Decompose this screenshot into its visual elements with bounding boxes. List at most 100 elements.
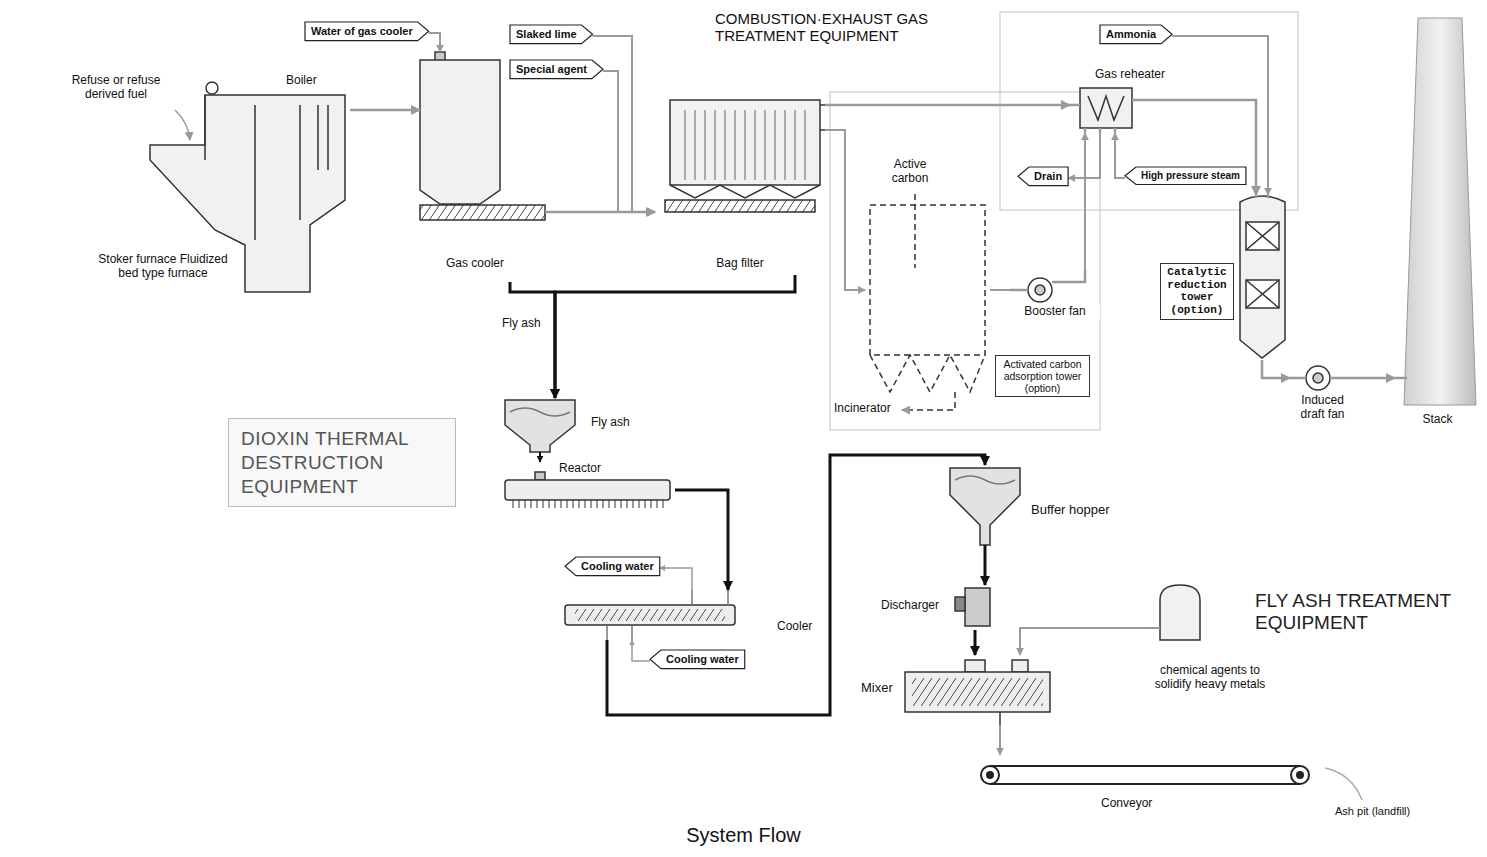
chemical-tank-part — [1145, 627, 1160, 629]
conveyor-part — [1325, 768, 1362, 800]
furnace-part — [206, 82, 218, 94]
flow-line — [1020, 628, 1145, 655]
mixer: Mixer — [860, 655, 1055, 725]
booster-fan — [1010, 270, 1085, 302]
flow-line — [539, 452, 541, 462]
activated-carbon-tower — [870, 194, 985, 410]
induced-draft-fan-part — [1313, 373, 1323, 383]
fly-ash-hopper-part — [505, 400, 575, 452]
bag-filter-part — [665, 200, 815, 212]
discharger — [955, 588, 990, 626]
mixer-part — [912, 678, 1043, 706]
equipment-label: Cooler — [776, 620, 818, 634]
equipment-label: Booster fan — [1010, 305, 1100, 319]
cooler-part — [565, 605, 735, 625]
reactor: Reactor — [500, 462, 675, 528]
catalytic-tower: Catalytic reduction tower (option) — [1160, 195, 1290, 360]
flow-line — [984, 545, 987, 585]
equipment-label: Bag filter — [655, 257, 825, 271]
conveyor — [981, 766, 1362, 800]
booster-fan-part — [1052, 270, 1085, 282]
flow-line — [974, 630, 977, 655]
fly-ash-hopper: Fly ash — [505, 398, 635, 452]
section-title: COMBUSTION·EXHAUST GAS TREATMENT EQUIPME… — [715, 10, 990, 45]
booster-fan-part — [1035, 285, 1045, 295]
adsorption-tower: Activated carbon adsorption tower (optio… — [865, 200, 990, 405]
gas-cooler: Gas cooler — [420, 52, 545, 282]
equipment-label: Gas cooler — [420, 257, 530, 271]
input-arrow-box: Special agent — [510, 60, 603, 79]
input-arrow-box: Cooling water — [650, 650, 745, 669]
gas-reheater — [1070, 88, 1190, 133]
arrow-box-outline — [1100, 25, 1172, 44]
catalytic-tower-part — [1246, 222, 1279, 250]
bag-filter-part — [820, 105, 825, 130]
equipment-label: Conveyor — [1100, 797, 1180, 811]
figure-caption: System Flow — [0, 824, 1487, 847]
destination-label: Ash pit (landfill) — [1335, 805, 1445, 818]
stack-part — [1395, 377, 1407, 380]
flow-line — [632, 640, 650, 661]
chemical-tank — [1145, 585, 1200, 640]
flow-line — [1115, 133, 1125, 178]
equipment-label: Mixer — [860, 681, 904, 696]
bag-filter-part — [670, 100, 820, 185]
output-label: Incinerator — [834, 402, 898, 416]
conveyor-part — [981, 766, 999, 784]
induced-draft-fan — [1290, 366, 1355, 390]
line-label: Fly ash — [500, 316, 543, 330]
reactor — [505, 472, 670, 508]
flow-line — [545, 211, 655, 214]
flow-line — [429, 33, 440, 52]
belt-conveyor: Conveyor — [965, 755, 1325, 817]
fly-ash-hopper-part — [510, 408, 570, 416]
buffer-hopper — [950, 468, 1020, 545]
bag-filter-part — [676, 110, 814, 180]
furnace-part — [175, 110, 190, 140]
stack: Stack — [1395, 15, 1480, 445]
buffer-hopper-part — [955, 476, 1015, 484]
flow-line — [1068, 133, 1100, 178]
induced-draft-fan: Induced draft fan — [1290, 360, 1355, 448]
flow-line — [1084, 133, 1086, 270]
equipment-label: Stack — [1395, 413, 1480, 427]
conveyor-part — [987, 772, 993, 778]
cooler: Cooler — [560, 590, 810, 640]
booster-fan-part — [1028, 278, 1052, 302]
catalytic-tower — [1240, 195, 1285, 358]
flow-line — [999, 725, 1001, 755]
cooler — [565, 590, 735, 640]
induced-draft-fan-part — [1290, 377, 1355, 380]
catalytic-tower-part — [1246, 222, 1279, 250]
cooler-part — [607, 590, 728, 640]
catalytic-tower-part — [1246, 280, 1279, 308]
region-frame-part — [1000, 12, 1298, 210]
reactor-part — [505, 480, 670, 500]
gas-cooler-part — [420, 60, 500, 204]
booster-fan: Booster fan — [1010, 270, 1100, 335]
flow-line — [607, 455, 985, 715]
conveyor-part — [990, 783, 1300, 785]
conveyor-part — [1297, 772, 1303, 778]
input-label: Active carbon — [875, 158, 945, 186]
flow-line — [825, 104, 1070, 107]
gas-reheater-part — [1080, 88, 1132, 128]
discharger: Discharger — [880, 585, 995, 630]
section-title: FLY ASH TREATMENT EQUIPMENT — [1255, 590, 1480, 634]
furnace-boiler: BoilerStoker furnace Fluidized bed type … — [145, 70, 350, 292]
furnace-part — [205, 95, 328, 240]
mixer — [905, 660, 1050, 725]
arrow-box-outline — [510, 60, 603, 79]
arrow-box-outline — [305, 22, 429, 41]
gas-cooler-part — [420, 205, 545, 220]
flow-line — [990, 289, 1010, 291]
region-frame — [830, 12, 1298, 430]
bag-filter — [665, 100, 825, 212]
output-arrow-box: Drain — [1018, 167, 1068, 186]
input-arrow-box: High pressure steam — [1125, 167, 1246, 185]
catalytic-tower-part — [1240, 196, 1285, 358]
buffer-hopper-part — [950, 468, 1020, 545]
output-arrow-box: Cooling water — [565, 557, 660, 576]
input-arrow-box: Slaked lime — [510, 25, 593, 44]
input-arrow-box: Ammonia — [1100, 25, 1172, 44]
